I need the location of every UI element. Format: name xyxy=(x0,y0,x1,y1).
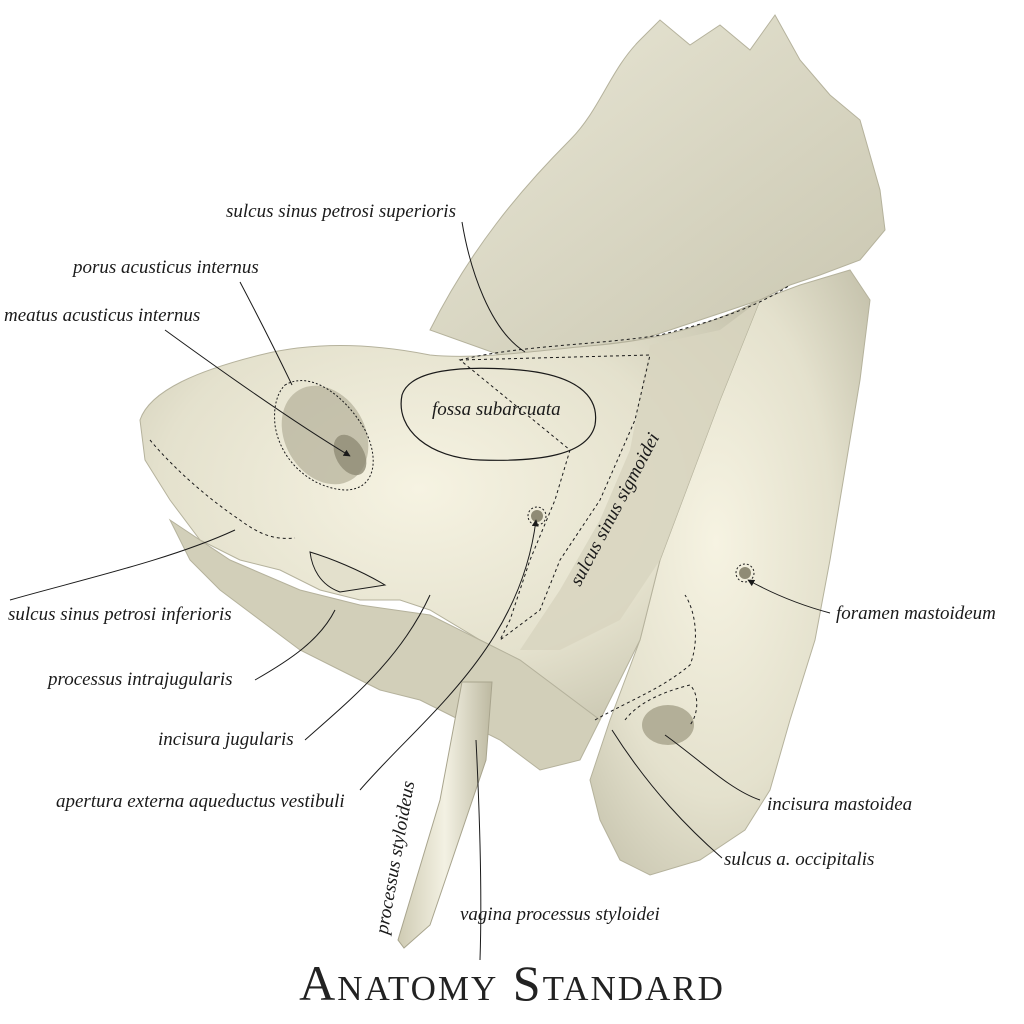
label-fossa-subarcuata: fossa subarcuata xyxy=(432,399,561,420)
label-porus-acusticus-internus: porus acusticus internus xyxy=(73,257,259,278)
label-sulcus-sinus-petrosi-inferioris: sulcus sinus petrosi inferioris xyxy=(8,604,232,625)
sigmoid-groove xyxy=(520,300,760,650)
brand-wordmark: Anatomy Standard xyxy=(299,955,725,1011)
intrajugular-outline xyxy=(309,551,387,593)
sigmoid-sulcus-outline xyxy=(458,354,651,641)
mastoid-foramen xyxy=(739,567,751,579)
label-foramen-mastoideum: foramen mastoideum xyxy=(836,603,996,624)
fossa-subarcuata-outline xyxy=(400,367,597,461)
label-incisura-mastoidea: incisura mastoidea xyxy=(767,794,913,815)
styloid-process xyxy=(397,681,493,949)
label-meatus-acusticus-internus: meatus acusticus internus xyxy=(4,305,201,326)
mastoid-notch-shadow xyxy=(642,705,694,745)
label-processus-intrajugularis: processus intrajugularis xyxy=(48,669,233,690)
label-incisura-jugularis: incisura jugularis xyxy=(158,729,294,750)
inferior-surface xyxy=(168,518,601,771)
label-apertura-externa-aqueductus-vestibuli: apertura externa aqueductus vestibuli xyxy=(56,791,345,812)
aqueduct-opening xyxy=(531,510,543,522)
mastoid-dashed xyxy=(594,594,696,721)
aqueduct-outline xyxy=(527,506,547,526)
porus-outline xyxy=(274,380,374,491)
squamous-part xyxy=(429,14,886,356)
mastoid-foramen-outline xyxy=(735,563,755,583)
label-sulcus-a-occipitalis: sulcus a. occipitalis xyxy=(724,849,875,870)
label-vagina-processus-styloidei: vagina processus styloidei xyxy=(460,904,660,925)
inferior-petrosal-dashed xyxy=(149,439,296,539)
label-sulcus-sinus-petrosi-superioris: sulcus sinus petrosi superioris xyxy=(226,201,456,222)
superior-border-dashed xyxy=(459,284,791,361)
leader-lines xyxy=(9,221,831,961)
